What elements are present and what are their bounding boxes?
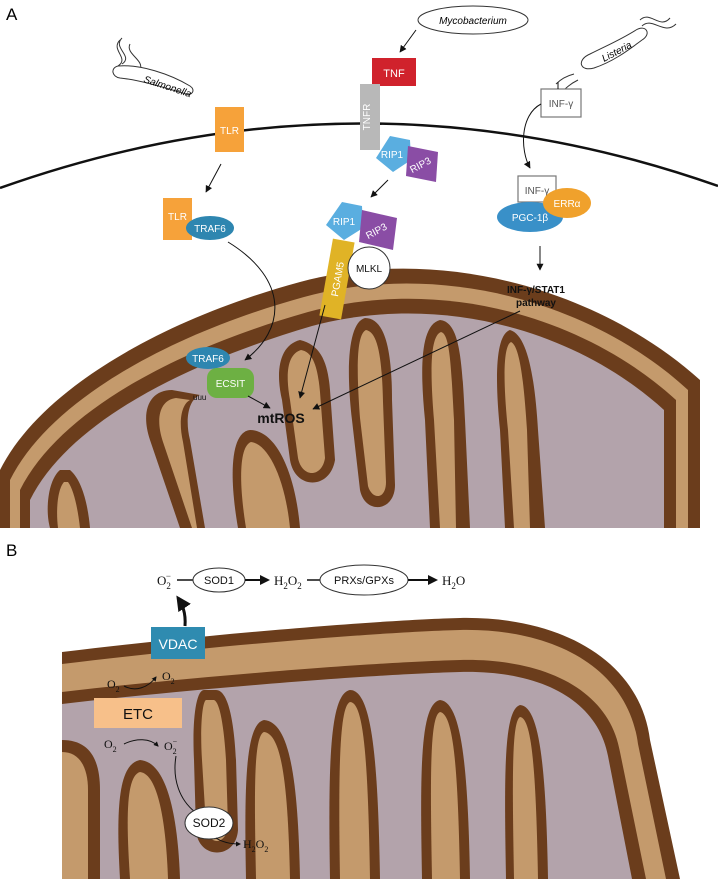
rip1-upper-label: RIP1 — [381, 150, 404, 161]
arrow-rip-down — [370, 179, 389, 198]
vdac-channel — [151, 627, 205, 659]
pgam5-shape — [319, 238, 355, 320]
mlkl-label: MLKL — [356, 264, 383, 275]
arrow-stat1-mtros — [312, 310, 521, 410]
prx-label: PRXs/GPXs — [334, 575, 394, 587]
tlr-membrane-label: TLR — [220, 126, 239, 137]
svg-text:H2O: H2O — [442, 573, 465, 591]
h2o-o: O — [456, 573, 465, 588]
svg-text:O2−: O2− — [164, 737, 178, 756]
o2-a-sub: 2 — [116, 685, 120, 694]
arrow-traf6-ecsit — [227, 241, 276, 361]
o2-b-symbol: O — [162, 669, 171, 683]
arrow-infg-down — [523, 103, 542, 169]
rip3-upper-shape — [406, 146, 438, 182]
sod1-label: SOD1 — [204, 575, 234, 587]
infg-box-label: INF-γ — [525, 186, 549, 197]
mtros-label: mtROS — [257, 410, 304, 426]
tnfr-label: TNFR — [362, 104, 373, 131]
stat1-label-line2: pathway — [516, 298, 556, 309]
panel-a-label: A — [6, 5, 18, 24]
mycobacterium-bacterium-icon — [417, 5, 529, 35]
traf6-upper-oval — [186, 216, 234, 240]
tnfr-receptor — [360, 84, 380, 150]
etc-complex — [94, 698, 182, 728]
o2-out-sup: − — [166, 571, 171, 581]
infg-top-box — [540, 88, 582, 118]
o2-c-sub: 2 — [113, 745, 117, 754]
line-o2-sod2 — [174, 755, 196, 813]
o2-out-sub: 2 — [166, 581, 171, 591]
h2o2-sub2: 2 — [297, 581, 302, 591]
erra-oval — [543, 188, 591, 218]
arrow-o2-a — [123, 676, 157, 690]
svg-text:H2O2: H2O2 — [274, 573, 302, 591]
h2o2b-o: O — [256, 837, 265, 851]
svg-text:O2−: O2− — [157, 571, 171, 591]
svg-text:H2O2: H2O2 — [243, 837, 268, 854]
o2-d-symbol: O — [164, 739, 173, 753]
panel-b-label: B — [6, 541, 17, 560]
mitochondrion-a — [0, 268, 700, 528]
sod2-oval — [184, 806, 234, 840]
cell-membrane — [0, 122, 718, 190]
sod2-label: SOD2 — [193, 816, 226, 830]
infg-top-label: INF-γ — [549, 99, 573, 110]
erra-label: ERRα — [554, 199, 581, 210]
h2o-sub: 2 — [451, 581, 456, 591]
arrow-o2-c — [123, 739, 159, 747]
o2-b-sub: 2 — [171, 677, 175, 686]
mlkl-circle — [347, 246, 391, 290]
arrow-myco-tnf — [399, 29, 417, 53]
rip1-lower-label: RIP1 — [333, 217, 356, 228]
ecsit-shape — [207, 368, 254, 398]
mycobacterium-label: Mycobacterium — [439, 16, 507, 27]
o2-out-symbol: O — [157, 573, 166, 588]
ecsit-label: ECSIT — [216, 379, 245, 390]
salmonella-bacterium-icon — [112, 37, 194, 95]
tnf-label: TNF — [383, 68, 405, 80]
o2-c-symbol: O — [104, 737, 113, 751]
tlr-receptor-membrane — [215, 107, 244, 152]
tlr-receptor-cytosol — [163, 198, 192, 240]
etc-label: ETC — [123, 706, 153, 723]
tnf-ligand — [372, 58, 416, 86]
rip1-upper-shape — [376, 136, 411, 172]
tlr-cytosol-label: TLR — [168, 212, 187, 223]
traf6-lower-oval — [186, 347, 230, 369]
h2o2-sub1: 2 — [283, 581, 288, 591]
arrow-vdac-out — [176, 595, 191, 627]
stat1-label-line1: INF-γ/STAT1 — [507, 285, 565, 296]
svg-text:O2: O2 — [162, 669, 175, 686]
o2-a-symbol: O — [107, 677, 116, 691]
o2-d-sup: − — [173, 737, 178, 746]
traf6-lower-label: TRAF6 — [192, 354, 224, 365]
svg-text:O2: O2 — [104, 737, 117, 754]
ubiquitin-label: uuu — [193, 393, 206, 402]
rip3-lower-shape — [359, 210, 397, 250]
arrow-tlr-down — [205, 163, 222, 193]
h2o2-o: O — [288, 573, 297, 588]
arrow-sod2-h2o2 — [215, 837, 241, 847]
h2o-h: H — [442, 573, 451, 588]
svg-text:O2: O2 — [107, 677, 120, 694]
rip1-lower-shape — [326, 202, 363, 240]
o2-d-sub: 2 — [173, 747, 177, 756]
h2o2b-sub2: 2 — [264, 845, 268, 854]
arrow-ecsit-mtros — [247, 395, 271, 409]
h2o2b-h: H — [243, 837, 252, 851]
h2o2b-sub1: 2 — [252, 845, 256, 854]
pgc-label: PGC-1β — [512, 213, 549, 224]
traf6-upper-label: TRAF6 — [194, 224, 226, 235]
vdac-label: VDAC — [159, 636, 198, 652]
h2o2-h: H — [274, 573, 283, 588]
arrow-pgam5-mtros — [298, 304, 326, 399]
